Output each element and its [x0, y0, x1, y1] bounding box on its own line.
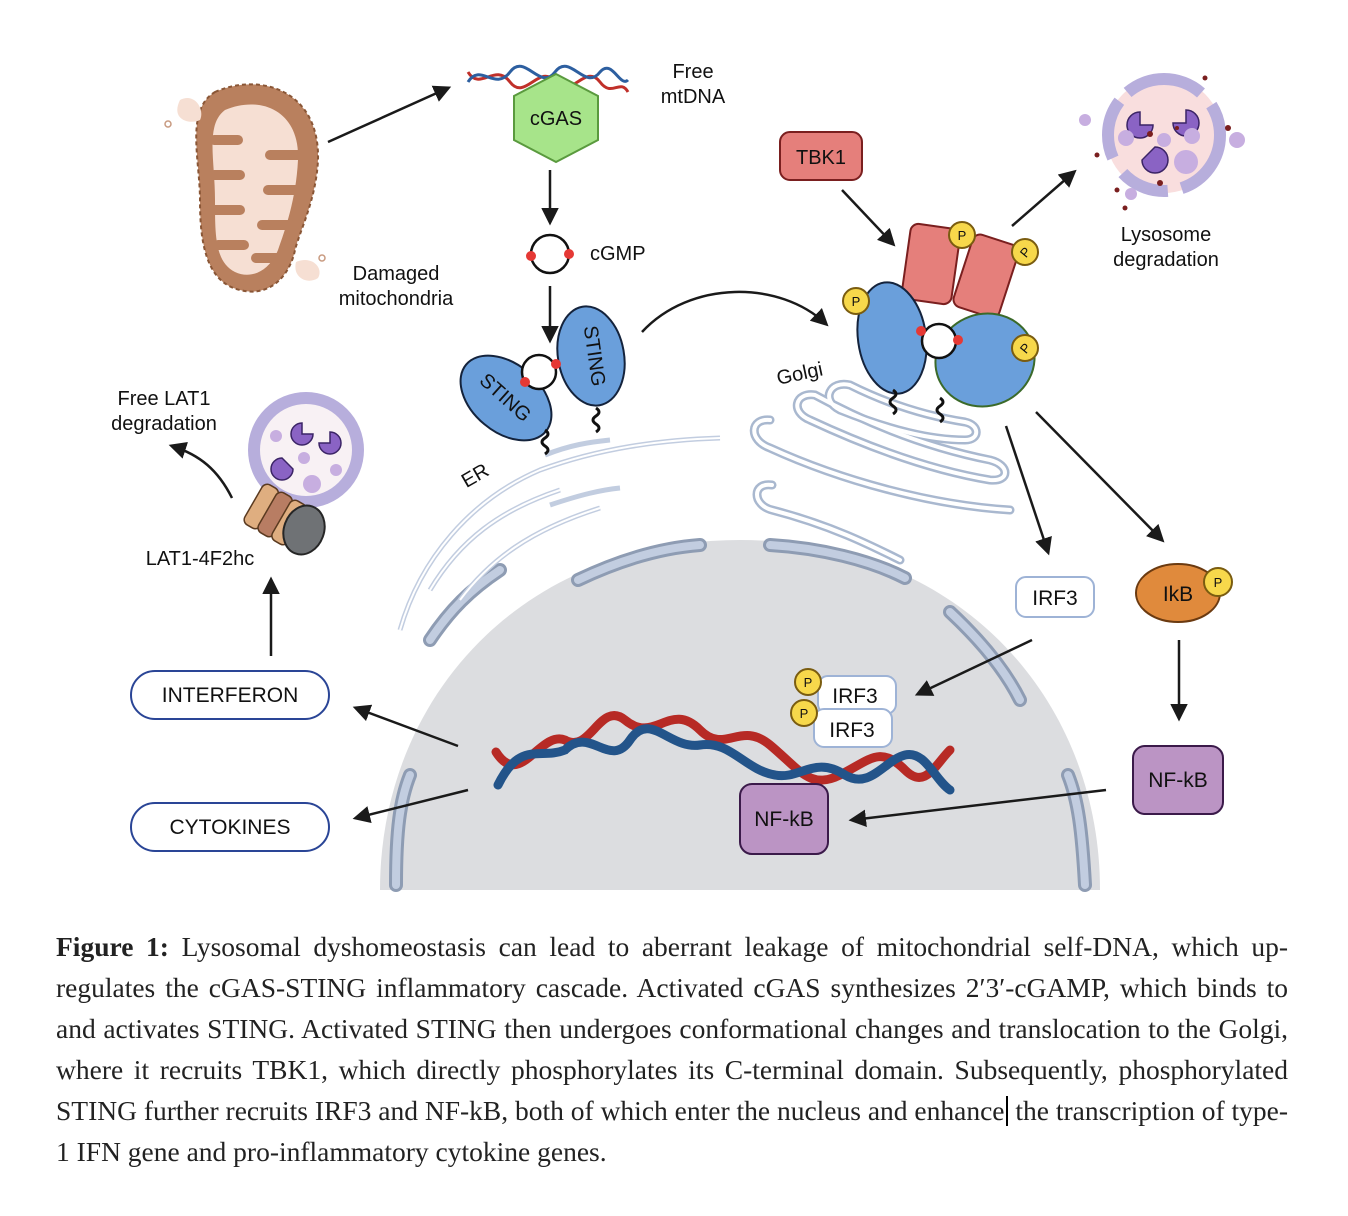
nfkb-label-cytoplasm: NF-kB — [1148, 769, 1208, 792]
arrow-er-to-golgi — [641, 290, 829, 333]
ikb-label: IkB — [1163, 583, 1193, 606]
nucleus — [380, 538, 1100, 892]
caption-text-after-cursor: the transcription of type-1 IFN gene and… — [56, 1095, 1288, 1167]
phospho-label: P — [958, 228, 967, 243]
arrow-mito-to-cgas — [327, 85, 452, 144]
sting-tbk1-complex — [856, 222, 1036, 424]
free-lat1-degradation-label-1: Free LAT1 — [118, 388, 211, 410]
irf3-label-nucleus-2: IRF3 — [829, 719, 875, 742]
irf3-phospho-dimer — [790, 668, 897, 748]
caption-heading: Figure 1: — [56, 931, 169, 962]
damaged-mitochondria-label-2: mitochondria — [339, 288, 454, 310]
phospho-label: P — [852, 294, 861, 309]
free-mtdna-label-2: mtDNA — [661, 86, 726, 108]
arrow-nfkb-to-nucleus — [848, 788, 1107, 828]
irf3-box-cytoplasm — [1015, 576, 1095, 618]
sting-dimer-er — [459, 305, 626, 456]
lat1-4f2hc-label: LAT1-4F2hc — [146, 548, 255, 570]
arrow-dna-to-interferon — [352, 704, 459, 748]
nfkb-box-cytoplasm — [1132, 745, 1224, 815]
nuclear-dna-icon — [491, 711, 955, 795]
cgmp-label: cGMP — [590, 243, 646, 265]
lysosome-degradation-label-1: Lysosome — [1121, 224, 1211, 246]
arrow-tbk1-to-complex — [841, 189, 896, 247]
irf3-label-nucleus-1: IRF3 — [832, 685, 878, 708]
arrow-complex-to-irf3 — [1004, 425, 1052, 556]
damaged-mitochondria-icon — [164, 83, 326, 293]
figure-caption: Figure 1: Lysosomal dyshomeostasis can l… — [56, 926, 1288, 1172]
interferon-label: INTERFERON — [162, 684, 299, 707]
cgmp-icon — [526, 233, 574, 275]
cgas-label: cGAS — [530, 108, 582, 130]
cgas-hexagon — [513, 72, 599, 164]
nfkb-box-nucleus — [739, 783, 829, 855]
lat1-4f2hc-transporter-icon — [243, 483, 326, 556]
arrow-complex-to-ikb — [1035, 411, 1165, 543]
cgas-sting-pathway-diagram: ER Golgi Damaged mitochondria — [111, 61, 1245, 892]
arrow-irf3-to-nucleus — [914, 638, 1033, 696]
arrow-dna-to-cytokines — [352, 788, 469, 824]
arrow-lat1-degradation — [168, 441, 234, 499]
interferon-pill — [130, 670, 330, 720]
arrow-complex-to-lysosome — [1011, 169, 1077, 227]
caption-text: Lysosomal dyshomeostasis can lead to abe… — [56, 931, 1288, 1126]
phospho-label: P — [804, 675, 813, 690]
nfkb-label-nucleus: NF-kB — [754, 808, 814, 831]
phospho-group-icons — [842, 221, 1039, 362]
tbk1-box — [779, 131, 863, 181]
golgi-apparatus — [749, 379, 1015, 565]
lat1-lysosome-icon — [248, 392, 364, 508]
cytokines-label: CYTOKINES — [170, 816, 291, 839]
golgi-label: Golgi — [775, 358, 825, 389]
free-lat1-degradation-label-2: degradation — [111, 413, 217, 435]
ikb-phospho-icon — [1203, 567, 1233, 597]
phospho-label: P — [800, 706, 809, 721]
tbk1-label: TBK1 — [796, 147, 846, 169]
free-mtdna-label-1: Free — [672, 61, 713, 83]
text-cursor — [1005, 1096, 1008, 1126]
er-label: ER — [458, 460, 493, 493]
damaged-mitochondria-label-1: Damaged — [353, 263, 440, 285]
irf3-label-cytoplasm: IRF3 — [1032, 587, 1078, 610]
cytokines-pill — [130, 802, 330, 852]
phospho-label: P — [1214, 575, 1223, 590]
lysosome-degradation-icon — [1079, 73, 1245, 211]
lysosome-degradation-label-2: degradation — [1113, 249, 1219, 271]
